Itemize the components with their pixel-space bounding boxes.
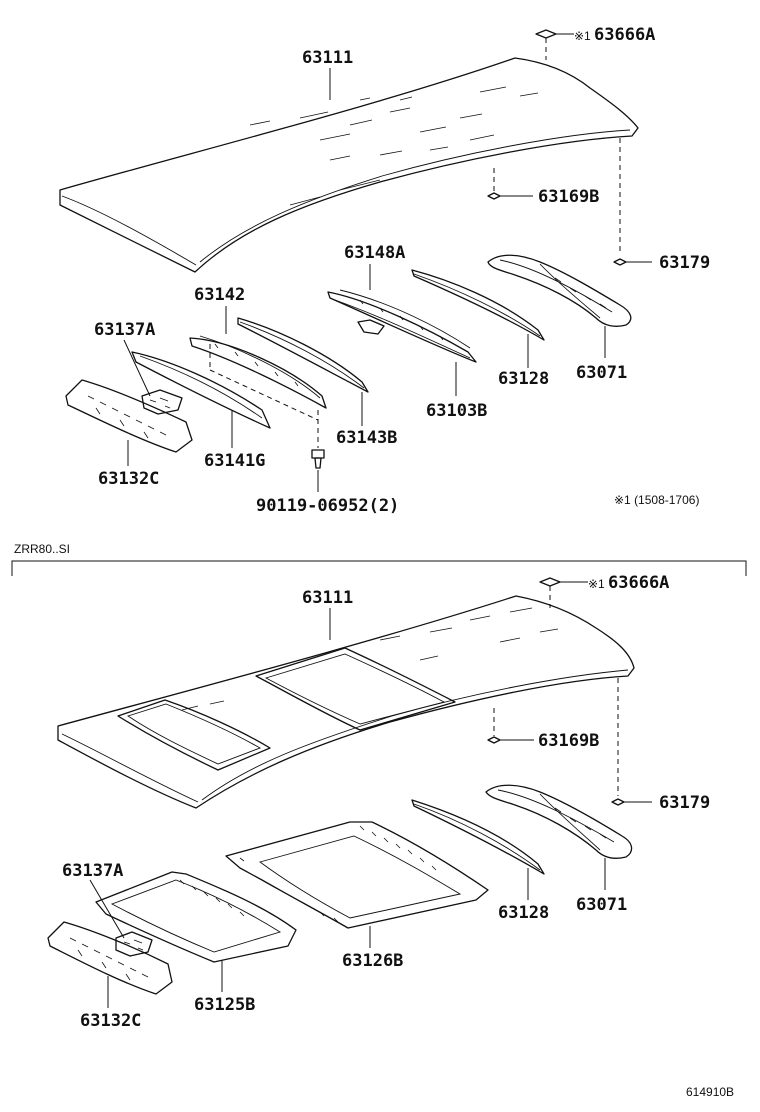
clip-63169b-top xyxy=(487,168,533,200)
label-63071-top: 63071 xyxy=(576,363,627,383)
label-63132c-top: 63132C xyxy=(98,469,159,489)
front-panel-63132c-bottom xyxy=(47,921,173,1008)
label-63111-bottom: 63111 xyxy=(302,588,353,608)
label-63137a-top: 63137A xyxy=(94,320,155,340)
label-63666a-top: 63666A xyxy=(594,25,655,45)
bracket-63137a-top xyxy=(123,339,183,415)
rear-header-63071-bottom xyxy=(485,784,633,890)
label-63111-top: 63111 xyxy=(302,48,353,68)
roof-bow-63143b-top xyxy=(237,317,369,426)
sunroof-frame-63125b xyxy=(95,871,297,992)
label-63142-top: 63142 xyxy=(194,285,245,305)
note-date-range: ※1 (1508-1706) xyxy=(614,493,699,507)
clip-63169b-bottom xyxy=(487,708,534,744)
front-bow-63142-top xyxy=(189,306,327,409)
note-marker-top: ※1 xyxy=(574,29,591,43)
roof-panel-top xyxy=(59,57,639,273)
label-63148a-top: 63148A xyxy=(344,243,405,263)
section-divider: ZRR80..SI xyxy=(11,542,747,576)
label-90119-top: 90119-06952(2) xyxy=(256,496,399,516)
clip-63179-top xyxy=(613,138,652,266)
roof-panel-bottom xyxy=(57,595,635,809)
front-bow-63141g-top xyxy=(131,351,271,448)
label-63179-top: 63179 xyxy=(659,253,710,273)
bracket-63137a-bottom xyxy=(89,879,153,957)
bottom-diagram: 63111 ※1 63666A 63169B 63179 63137A 6312… xyxy=(47,573,710,1031)
roof-bow-63128-top xyxy=(411,269,545,368)
clip-63666a-bottom xyxy=(539,577,588,608)
label-63128-top: 63128 xyxy=(498,369,549,389)
label-63132c-bottom: 63132C xyxy=(80,1011,141,1031)
figure-code: 614910B xyxy=(686,1085,734,1099)
label-63169b-bottom: 63169B xyxy=(538,731,599,751)
clip-63179-bottom xyxy=(611,678,652,806)
label-63179-bottom: 63179 xyxy=(659,793,710,813)
front-panel-63132c-top xyxy=(65,379,193,466)
rear-header-63071-top xyxy=(487,254,632,358)
clip-63666a-top xyxy=(535,29,574,60)
section-header: ZRR80..SI xyxy=(14,542,70,556)
label-63666a-bottom: 63666A xyxy=(608,573,669,593)
note-marker-bottom: ※1 xyxy=(588,577,605,591)
label-63125b-bottom: 63125B xyxy=(194,995,255,1015)
label-63137a-bottom: 63137A xyxy=(62,861,123,881)
roof-bow-63128-bottom xyxy=(411,799,545,900)
label-63141g-top: 63141G xyxy=(204,451,265,471)
label-63169b-top: 63169B xyxy=(538,187,599,207)
sunroof-housing-63126b xyxy=(225,821,489,948)
label-63143b-top: 63143B xyxy=(336,428,397,448)
label-63103b-top: 63103B xyxy=(426,401,487,421)
label-63128-bottom: 63128 xyxy=(498,903,549,923)
roof-bow-63103b-top xyxy=(327,264,477,396)
label-63126b-bottom: 63126B xyxy=(342,951,403,971)
label-63071-bottom: 63071 xyxy=(576,895,627,915)
top-diagram: 63111 ※1 63666A 63169B 63179 63148A 6314… xyxy=(59,25,710,516)
bolt-90119-top xyxy=(209,344,325,492)
